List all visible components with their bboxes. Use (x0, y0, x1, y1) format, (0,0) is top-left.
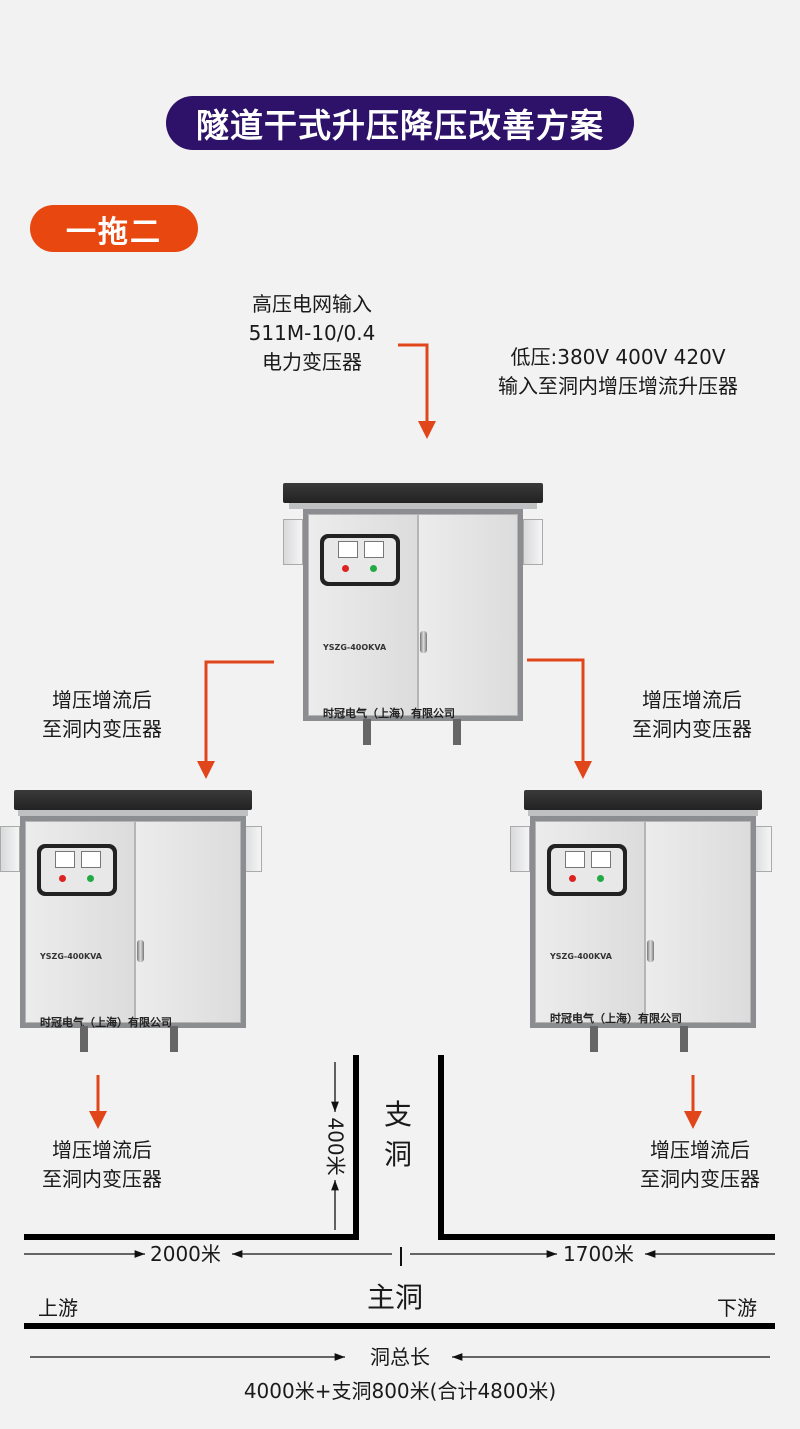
cabinet-company: 时冠电气（上海）有限公司 (40, 1016, 172, 1029)
arrow-main-to-right (527, 658, 592, 779)
label-line: 增压增流后 (650, 1138, 750, 1162)
branch-tunnel-name: 支 洞 (384, 1095, 412, 1175)
branch-char: 支 (384, 1098, 413, 1131)
low-voltage-label: 低压:380V 400V 420V 输入至洞内增压增流升压器 (458, 343, 778, 401)
arrow-main-to-left (197, 660, 274, 779)
low-voltage-line-2: 输入至洞内增压增流升压器 (498, 374, 738, 398)
left-length: 2000米 (150, 1242, 221, 1266)
label-line: 至洞内变压器 (42, 717, 162, 741)
after-boost-label-right-upper: 增压增流后 至洞内变压器 (602, 686, 782, 744)
branch-char: 洞 (384, 1138, 413, 1171)
branch-length: 400米 (323, 1117, 348, 1176)
cabinet-model: YSZG-400KVA (550, 952, 612, 961)
after-boost-label-left-lower: 增压增流后 至洞内变压器 (12, 1136, 192, 1194)
tunnel-wall-left (24, 1055, 359, 1240)
downstream-label: 下游 (717, 1296, 757, 1320)
total-length-label: 洞总长 (370, 1345, 430, 1369)
tunnel-wall-right (438, 1055, 775, 1240)
source-label: 高压电网输入 511M-10/0.4 电力变压器 (222, 290, 402, 377)
scheme-badge: 一拖二 (30, 205, 198, 252)
label-line: 增压增流后 (52, 688, 152, 712)
label-line: 至洞内变压器 (632, 717, 752, 741)
total-length-value: 4000米+支洞800米(合计4800米) (243, 1379, 557, 1403)
source-line-3: 电力变压器 (262, 350, 362, 374)
label-line: 增压增流后 (642, 688, 742, 712)
cabinet-model: YSZG-40OKVA (323, 643, 387, 652)
page-title: 隧道干式升压降压改善方案 (166, 96, 634, 150)
left-booster-cabinet: YSZG-400KVA 时冠电气（上海）有限公司 (0, 790, 262, 1052)
upstream-label: 上游 (38, 1296, 78, 1320)
label-line: 增压增流后 (52, 1138, 152, 1162)
source-line-1: 高压电网输入 (252, 292, 372, 316)
source-line-2: 511M-10/0.4 (248, 321, 376, 345)
right-length: 1700米 (563, 1242, 634, 1266)
right-booster-cabinet: YSZG-400KVA 时冠电气（上海）有限公司 (510, 790, 772, 1052)
cabinet-model: YSZG-400KVA (40, 952, 102, 961)
low-voltage-line-1: 低压:380V 400V 420V (510, 345, 726, 369)
cabinet-company: 时冠电气（上海）有限公司 (323, 707, 455, 720)
cabinet-company: 时冠电气（上海）有限公司 (550, 1012, 682, 1025)
after-boost-label-right-lower: 增压增流后 至洞内变压器 (610, 1136, 790, 1194)
label-line: 至洞内变压器 (640, 1167, 760, 1191)
label-line: 至洞内变压器 (42, 1167, 162, 1191)
arrow-source-to-main (398, 343, 436, 439)
main-booster-cabinet: YSZG-40OKVA 时冠电气（上海）有限公司 (283, 483, 543, 745)
main-tunnel-name: 主洞 (367, 1281, 424, 1314)
after-boost-label-left-upper: 增压增流后 至洞内变压器 (12, 686, 192, 744)
